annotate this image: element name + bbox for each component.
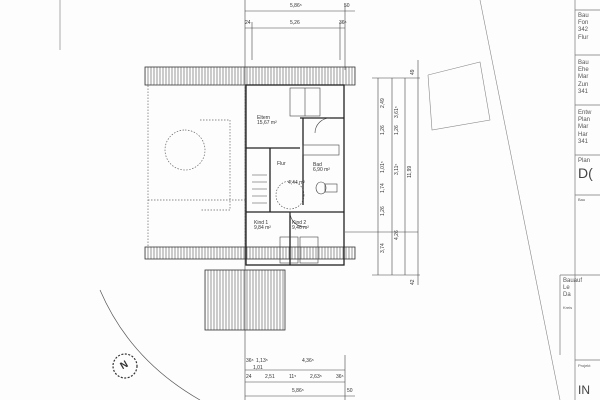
project-code: IN	[578, 383, 590, 397]
dim-label: 4,36⁵	[302, 358, 314, 364]
lower-floor-dotted	[147, 84, 246, 248]
dormer-hatch	[204, 269, 286, 331]
dim-label: 1,01⁵	[380, 161, 386, 173]
tb-text: Le	[563, 285, 570, 292]
dim-label: 11,99	[407, 165, 413, 178]
approval-stamp: Bauauf Le Da Kreis	[563, 278, 582, 310]
tb-text: 341	[578, 88, 589, 95]
tb-text: Ehe	[578, 67, 589, 74]
dim-label: 4,26	[394, 230, 400, 240]
dim-label: 36⁵	[246, 358, 254, 364]
walls	[245, 84, 345, 266]
room-area: 9,46 m²	[292, 225, 309, 231]
dim-label: 3,11⁵	[394, 163, 400, 175]
tb-text: Bauauf	[563, 278, 583, 284]
dim-label: 42	[410, 279, 416, 285]
dim-label: 3,61⁵	[394, 106, 400, 118]
room-area: 9,84 m²	[254, 225, 271, 231]
tb-text: Mar	[578, 74, 589, 81]
dim-label: 36⁵	[339, 20, 347, 26]
title-block-section-1: Bau Fon 342 Flur	[578, 13, 589, 42]
tb-text: Da	[563, 292, 571, 299]
tb-text: 341	[578, 138, 589, 145]
dim-label: 1,74	[380, 183, 386, 193]
dim-label: 5,26	[290, 20, 300, 26]
room-area: 6,90 m²	[313, 167, 330, 173]
dim-label: 5,86⁵	[290, 3, 302, 9]
fixtures	[252, 87, 340, 264]
dim-label: 3,74	[380, 243, 386, 253]
tb-text: Projekt	[578, 363, 591, 368]
dim-label: 1,26	[380, 125, 386, 135]
tb-text: Plan	[578, 158, 591, 164]
tb-text: Flur	[578, 34, 589, 41]
dim-label: 24	[245, 20, 251, 26]
dim-label: 1,01	[253, 365, 263, 371]
dim-label: 36⁵	[336, 374, 344, 380]
right-dimension-lines	[345, 0, 561, 400]
dim-label: 1,13⁵	[256, 358, 268, 364]
dim-label: 1,26	[394, 125, 400, 135]
tb-text: 342	[578, 27, 589, 34]
room-flur-name: Flur	[277, 161, 286, 167]
top-dimension-lines	[244, 0, 355, 400]
room-name: Kind 2	[292, 220, 307, 226]
tb-text: Entw	[578, 110, 592, 116]
dim-label: 49	[410, 69, 416, 75]
tb-text: Har	[578, 131, 588, 138]
tb-text: Fon	[578, 20, 589, 27]
room-area: 15,67 m²	[257, 120, 277, 126]
title-block-section-2: Bau Ehe Mar Zun 341	[578, 60, 589, 96]
dim-label: 5,86⁵	[292, 388, 304, 394]
tb-text: Plan	[578, 117, 591, 124]
dim-label: 24	[246, 374, 252, 380]
title-block-frame	[559, 0, 600, 400]
dim-label: 2,49	[380, 98, 386, 108]
tb-text: Kreis	[563, 304, 573, 310]
dim-label: 50	[344, 3, 350, 9]
dim-label: 11⁵	[289, 374, 297, 380]
dim-label: 2,51	[265, 374, 275, 380]
plan-code: D(	[578, 165, 593, 182]
title-block-section-3: Entw Plan Mar Har 341	[578, 110, 591, 146]
tb-text: Bau	[578, 60, 589, 66]
room-name: Bad	[313, 162, 322, 168]
tb-text: Bau	[578, 197, 586, 202]
room-flur-area: 4,44 m²	[288, 180, 305, 186]
roof-band-lower	[144, 246, 356, 260]
dim-label: 1,26	[380, 206, 386, 216]
dim-label: 2,63⁵	[310, 374, 322, 380]
room-name: Kind 1	[254, 220, 269, 226]
north-arrow-icon	[112, 353, 138, 379]
roof-band	[144, 66, 356, 86]
tb-text: Zun	[578, 81, 589, 88]
room-name: Eltern	[257, 115, 271, 121]
dim-label: 50	[347, 388, 353, 394]
tb-text: Bau	[578, 13, 589, 19]
bottom-dimension-lines	[245, 355, 355, 400]
tb-text: Mar	[578, 124, 589, 131]
title-block-plan: Plan D(	[578, 158, 593, 182]
